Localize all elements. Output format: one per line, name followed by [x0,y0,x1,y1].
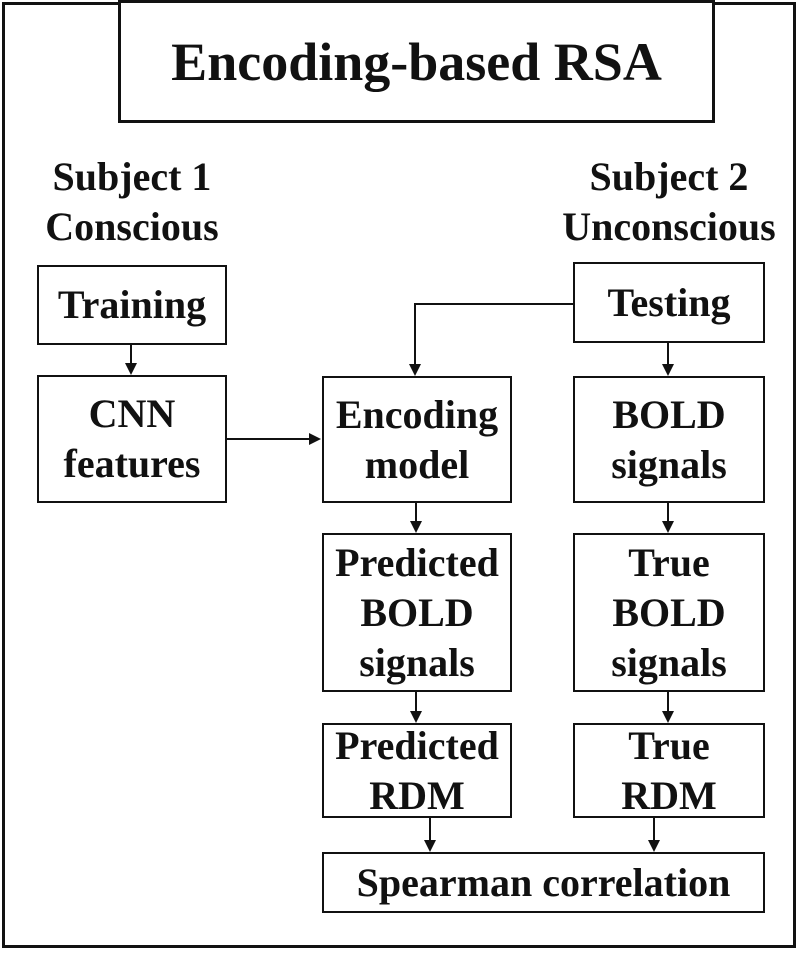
arrow-predicted-bold-signals-to-predicted-rdm-line [415,692,417,712]
arrow-testing-to-encoding-model-hline [414,303,573,305]
node-training-label: Training [57,282,207,327]
node-true-bold-signals: True BOLD signals [573,533,765,692]
figure-title: Encoding-based RSA [171,31,662,92]
node-testing: Testing [573,262,765,343]
node-spearman-correlation: Spearman correlation [322,852,765,913]
node-true-rdm: True RDM [573,723,765,818]
node-cnn-features-label: CNN features [63,391,201,486]
node-training: Training [37,265,227,345]
header-subject2-unconscious: Subject 2 Unconscious [562,154,776,249]
arrow-true-rdm-to-spearman-correlation-line [653,818,655,841]
title-box: Encoding-based RSA [118,0,715,123]
node-spearman-correlation-label: Spearman correlation [356,859,731,905]
node-bold-signals: BOLD signals [573,376,765,503]
arrow-cnn-features-to-encoding-model-line [227,438,312,440]
arrow-cnn-features-to-encoding-model-head [309,433,321,445]
arrow-true-bold-signals-to-true-rdm-line [667,692,669,712]
arrow-true-bold-signals-to-true-rdm-head [662,711,674,723]
arrow-bold-signals-to-true-bold-signals-line [667,503,669,522]
header-subject1-conscious: Subject 1 Conscious [45,154,219,249]
arrow-bold-signals-to-true-bold-signals-head [662,521,674,533]
arrow-training-to-cnn-features-line [130,345,132,366]
arrow-predicted-rdm-to-spearman-correlation-line [429,818,431,841]
arrow-testing-to-bold-signals-head [662,364,674,376]
node-true-rdm-label: True RDM [621,722,717,818]
arrow-predicted-rdm-to-spearman-correlation-head [424,840,436,852]
node-predicted-rdm: Predicted RDM [322,723,512,818]
arrow-training-to-cnn-features-head [125,363,137,375]
node-predicted-bold-signals-label: Predicted BOLD signals [335,539,499,685]
node-encoding-model: Encoding model [322,376,512,503]
node-true-bold-signals-label: True BOLD signals [611,539,727,685]
arrow-testing-to-encoding-model-head [409,364,421,376]
arrow-testing-to-encoding-model-vline [414,303,416,365]
arrow-encoding-model-to-predicted-bold-signals-head [410,521,422,533]
arrow-testing-to-bold-signals-line [667,343,669,365]
arrow-encoding-model-to-predicted-bold-signals-line [415,503,417,522]
node-testing-label: Testing [607,279,731,325]
node-predicted-bold-signals: Predicted BOLD signals [322,533,512,692]
node-encoding-model-label: Encoding model [335,391,499,487]
arrow-true-rdm-to-spearman-correlation-head [648,840,660,852]
arrow-predicted-bold-signals-to-predicted-rdm-head [410,711,422,723]
node-cnn-features: CNN features [37,375,227,503]
node-bold-signals-label: BOLD signals [611,391,727,487]
node-predicted-rdm-label: Predicted RDM [335,722,499,818]
